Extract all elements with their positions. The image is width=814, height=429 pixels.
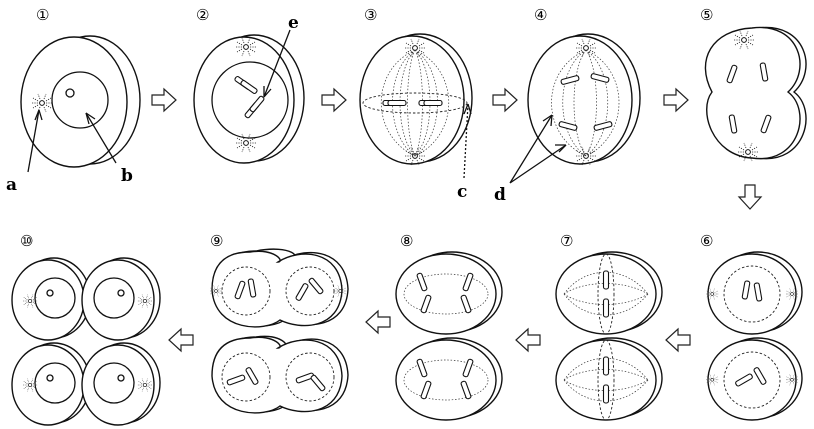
cell-9 (209, 248, 349, 414)
arrow-9-10 (168, 328, 194, 352)
cell-5 (704, 26, 807, 162)
label-d: d (494, 185, 506, 205)
cell-4 (527, 33, 641, 166)
arrow-1-2 (151, 88, 177, 112)
arrow-2-3 (321, 88, 347, 112)
arrow-7-8 (515, 328, 541, 352)
step-3: ③ (364, 6, 377, 24)
step-2: ② (196, 6, 209, 24)
arrow-6-7 (665, 328, 691, 352)
arrow-8-9 (365, 310, 391, 334)
step-8: ⑧ (400, 232, 413, 250)
label-c: c (457, 182, 467, 202)
cell-8 (395, 251, 503, 421)
cell-1 (20, 35, 141, 168)
cell-3 (359, 33, 473, 166)
cell-2 (193, 34, 305, 164)
step-10: ⑩ (20, 232, 33, 250)
step-6: ⑥ (700, 232, 713, 250)
cell-7 (555, 251, 663, 421)
arrow-4-5 (663, 88, 689, 112)
arrow-3-4 (492, 88, 518, 112)
step-5: ⑤ (700, 6, 713, 24)
arrow-5-6 (738, 184, 762, 210)
step-1: ① (36, 6, 49, 24)
step-4: ④ (534, 6, 547, 24)
label-b: b (121, 166, 133, 186)
step-7: ⑦ (560, 232, 573, 250)
label-a: a (6, 175, 17, 195)
step-9: ⑨ (210, 232, 223, 250)
cell-10 (11, 257, 161, 426)
label-e: e (288, 13, 299, 33)
cell-6 (705, 251, 803, 421)
